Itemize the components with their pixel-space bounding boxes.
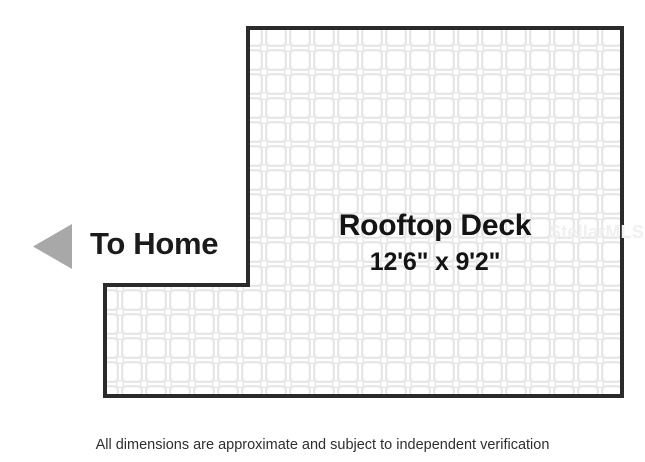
- to-home-label: To Home: [90, 226, 219, 261]
- deck-wall-outline: [103, 26, 624, 398]
- room-name-label: Rooftop Deck: [338, 209, 532, 242]
- disclaimer-text: All dimensions are approximate and subje…: [95, 437, 550, 453]
- stellar-mls-watermark: StellarMLS: [549, 222, 645, 242]
- room-dimensions-label: 12'6" x 9'2": [369, 248, 501, 276]
- left-triangle-arrow-icon: [33, 224, 72, 269]
